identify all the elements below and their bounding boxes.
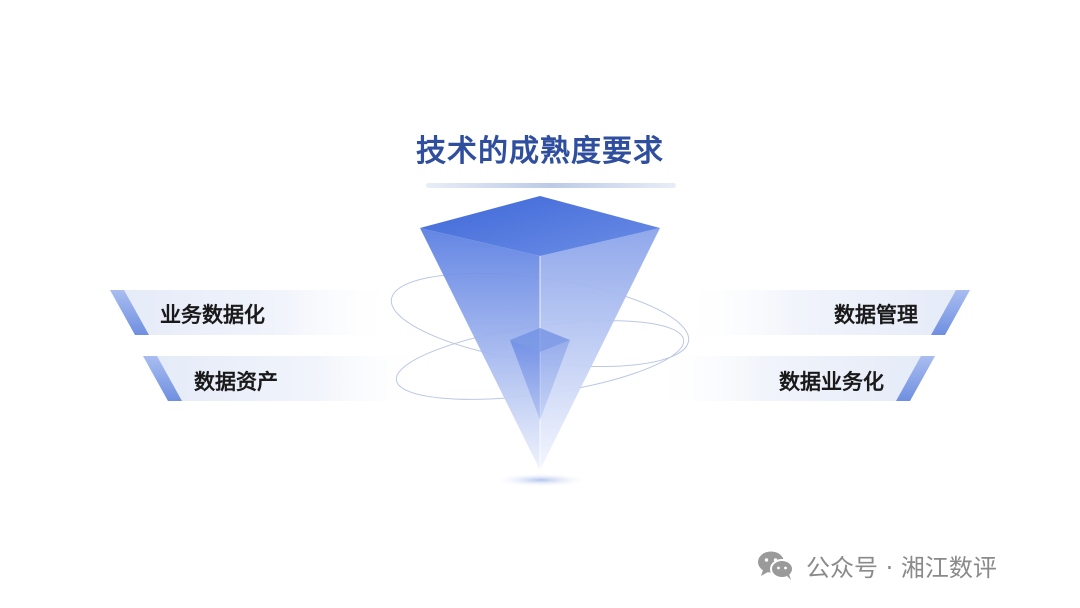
diagram-title: 技术的成熟度要求 [416, 134, 664, 169]
wechat-icon [758, 551, 794, 580]
base-shadow [493, 473, 589, 487]
label-data-businessization: 数据业务化 [779, 370, 884, 394]
right-band-2 [650, 356, 935, 401]
watermark: 公众号 · 湘江数评 [756, 547, 997, 583]
right-band-1 [680, 290, 970, 335]
left-band-1 [110, 290, 400, 335]
inverted-pyramid [420, 196, 660, 470]
label-data-management: 数据管理 [834, 303, 918, 327]
title-underline [426, 183, 676, 188]
watermark-text: 公众号 · 湘江数评 [806, 553, 997, 582]
left-band-2 [143, 356, 430, 401]
label-business-datafication: 业务数据化 [160, 303, 265, 327]
label-data-assets: 数据资产 [194, 370, 278, 394]
